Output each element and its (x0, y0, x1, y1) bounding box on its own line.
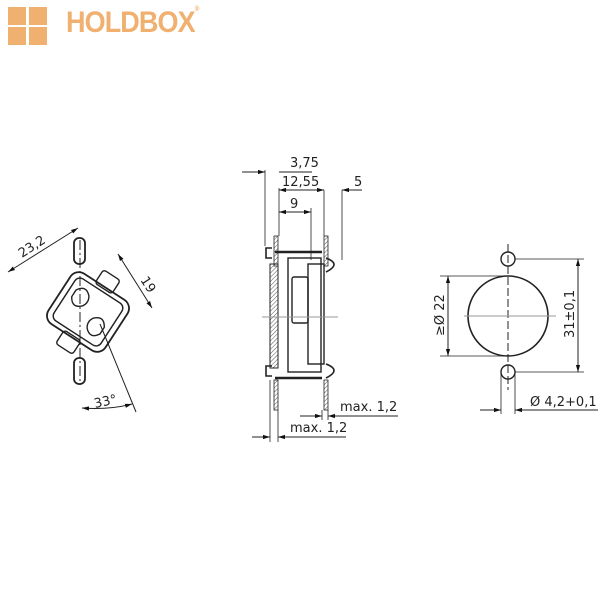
height-dimension: 19 (137, 274, 159, 296)
angle-dimension: 33° (93, 392, 119, 411)
dimension-12-55: 12,55 (282, 175, 319, 190)
dimension-5: 5 (354, 175, 362, 190)
cutout-diameter: ≥Ø 22 (433, 294, 448, 336)
hole-diameter: Ø 4,2+0,1 (530, 395, 597, 410)
logo-square (29, 7, 47, 25)
side-view (242, 169, 398, 442)
dimension-9: 9 (290, 197, 298, 212)
max-thickness-left: max. 1,2 (290, 421, 347, 436)
logo-square (8, 7, 26, 25)
registered-mark: ® (194, 6, 200, 13)
brand-name: HOLDBOX® (66, 6, 200, 40)
hole-pitch: 31±0,1 (563, 290, 578, 338)
cutout-view (440, 244, 598, 414)
front-view (7, 227, 153, 413)
brand-text: HOLDBOX (66, 6, 196, 39)
logo-square (29, 27, 47, 45)
logo-square (8, 27, 26, 45)
dimension-3-75: 3,75 (290, 156, 319, 171)
max-thickness-right: max. 1,2 (340, 400, 397, 415)
